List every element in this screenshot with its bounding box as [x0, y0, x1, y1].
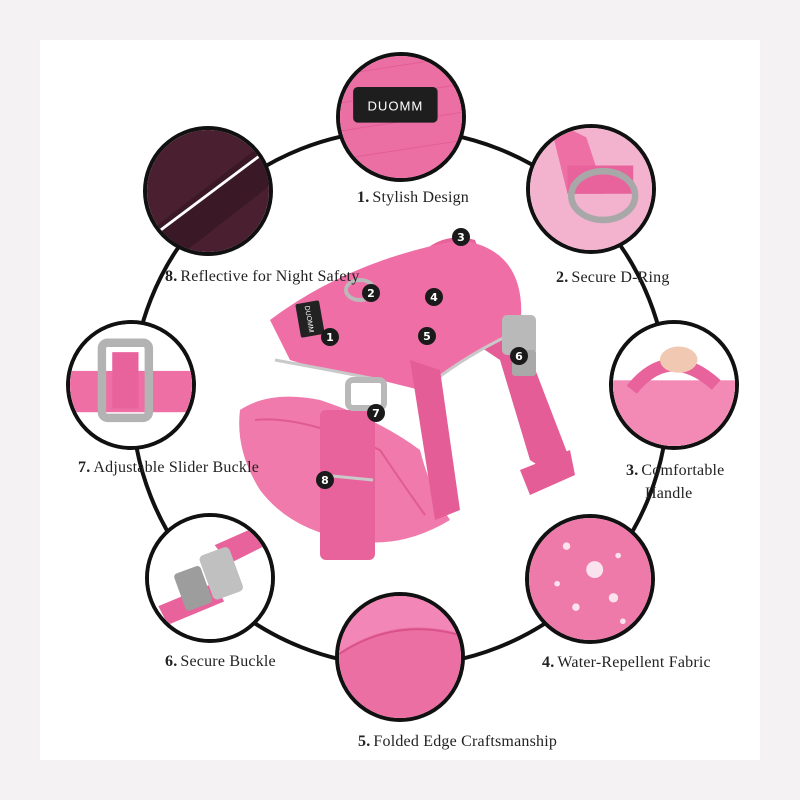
label-folded-edge: 5.Folded Edge Craftsmanship — [358, 733, 558, 750]
label-stylish-design: 1.Stylish Design — [357, 189, 469, 206]
marker-7: 7 — [367, 404, 385, 422]
bubble-slider-buckle — [66, 320, 196, 450]
bubble-reflective — [143, 126, 273, 256]
marker-3: 3 — [452, 228, 470, 246]
label-secure-d-ring: 2.Secure D-Ring — [556, 269, 670, 286]
label-comfortable-handle-line2: Handle — [645, 485, 693, 502]
harness-logo: DUOMM — [303, 305, 315, 333]
label-adjustable-slider: 7.Adjustable Slider Buckle — [78, 459, 260, 476]
marker-6: 6 — [510, 347, 528, 365]
bubble-stylish-design: DUOMM — [336, 52, 466, 182]
bubble-d-ring — [526, 124, 656, 254]
harness-image: DUOMM — [230, 220, 590, 580]
bubble-handle — [609, 320, 739, 450]
bubble-water-repellent — [525, 514, 655, 644]
brand-tag: DUOMM — [368, 98, 424, 113]
label-water-repellent: 4.Water-Repellent Fabric — [542, 654, 711, 671]
label-secure-buckle: 6.Secure Buckle — [165, 653, 276, 670]
label-reflective: 8.Reflective for Night Safety — [165, 268, 360, 285]
marker-8: 8 — [316, 471, 334, 489]
marker-2: 2 — [362, 284, 380, 302]
bubble-folded-edge — [335, 592, 465, 722]
label-comfortable-handle: 3.Comfortable — [626, 462, 725, 479]
marker-1: 1 — [321, 328, 339, 346]
bubble-secure-buckle — [145, 513, 275, 643]
marker-5: 5 — [418, 327, 436, 345]
marker-4: 4 — [425, 288, 443, 306]
